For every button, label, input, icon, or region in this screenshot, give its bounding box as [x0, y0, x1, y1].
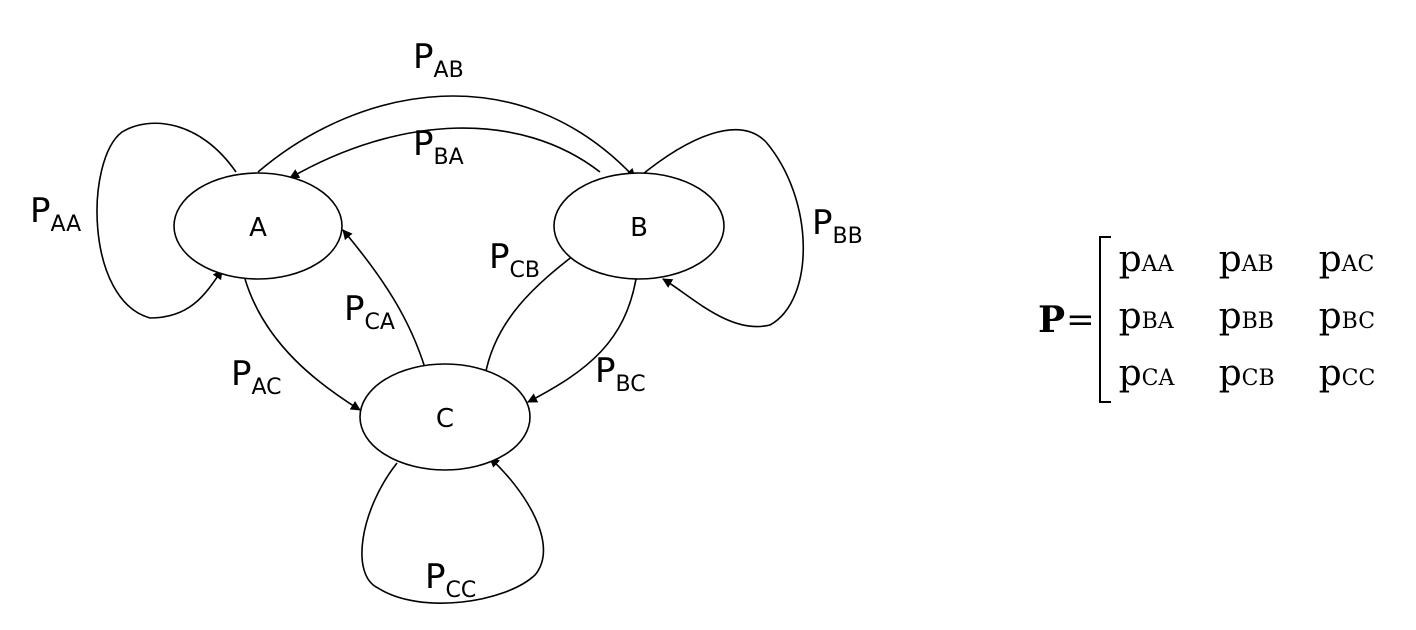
matrix-cell-cc: pCC: [1319, 350, 1416, 403]
matrix-cell-subscript: AA: [1141, 252, 1174, 277]
matrix-cell-ab: pAB: [1219, 236, 1319, 289]
matrix-cell-letter: p: [1218, 239, 1242, 280]
matrix-cell-ac: pAC: [1319, 236, 1416, 289]
matrix-cell-letter: p: [1218, 296, 1242, 337]
edge-a-to-a: [96, 122, 237, 319]
matrix-cell-letter: p: [1118, 353, 1142, 394]
matrix-cell-letter: p: [1218, 353, 1242, 394]
edge-c-to-c: [361, 457, 545, 604]
state-label-b: B: [630, 213, 648, 243]
edge-label-ac: PAC: [231, 354, 282, 400]
edge-label-bb: PBB: [812, 203, 863, 249]
state-node-a: A: [173, 172, 343, 280]
matrix-cell-subscript: CB: [1241, 366, 1275, 391]
matrix-cell-letter: p: [1318, 239, 1342, 280]
edge-label-aa: PAA: [30, 191, 81, 237]
edge-b-to-a: [289, 127, 601, 179]
matrix-cell-letter: p: [1118, 296, 1142, 337]
matrix-cell-cb: pCB: [1219, 350, 1319, 403]
edge-label-cc: PCC: [425, 557, 476, 603]
state-label-c: C: [436, 404, 454, 434]
edge-label-cb: PCB: [489, 237, 540, 283]
matrix-cell-subscript: CC: [1341, 366, 1376, 391]
equals-sign: =: [1066, 299, 1095, 340]
edge-c-to-b: [484, 251, 579, 377]
matrix-symbol: P: [1038, 298, 1066, 341]
matrix-cell-letter: p: [1318, 353, 1342, 394]
edge-label-bc: PBC: [595, 351, 646, 397]
edge-label-ab: PAB: [413, 37, 464, 83]
matrix-cell-bb: pBB: [1219, 293, 1319, 346]
matrix-cell-subscript: BC: [1341, 309, 1376, 334]
matrix-cell-subscript: BB: [1241, 309, 1274, 334]
matrix-cell-subscript: AB: [1241, 252, 1274, 277]
matrix-cell-ca: pCA: [1119, 350, 1219, 403]
state-node-b: B: [553, 172, 725, 280]
matrix-cell-aa: pAA: [1119, 236, 1219, 289]
left-bracket: [1098, 236, 1111, 403]
matrix-cell-bc: pBC: [1319, 293, 1416, 346]
matrix-cell-subscript: AC: [1341, 252, 1375, 277]
edge-a-to-b: [257, 95, 636, 179]
matrix-cell-letter: p: [1118, 239, 1142, 280]
edge-a-to-c: [244, 278, 361, 411]
matrix-cell-subscript: BA: [1141, 309, 1174, 334]
edge-label-ba: PBA: [413, 124, 464, 170]
edge-c-to-a: [342, 229, 426, 369]
state-node-c: C: [359, 363, 531, 471]
edge-label-ca: PCA: [344, 289, 395, 335]
state-label-a: A: [249, 213, 267, 243]
edge-b-to-b: [637, 128, 805, 328]
matrix-cell-letter: p: [1318, 296, 1342, 337]
edge-b-to-c: [527, 278, 637, 403]
matrix-cell-subscript: CA: [1141, 366, 1175, 391]
matrix-cell-ba: pBA: [1119, 293, 1219, 346]
